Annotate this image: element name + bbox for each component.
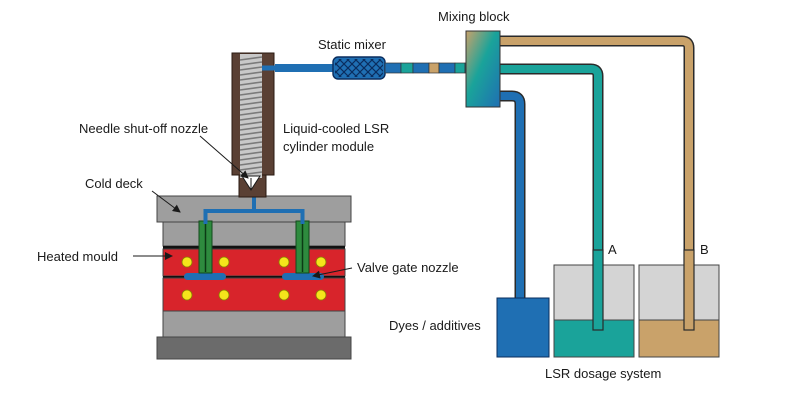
- mould-separator: [163, 246, 345, 249]
- screw-flight: [239, 136, 263, 141]
- needle-nozzle-leader: [199, 135, 249, 179]
- screw: [239, 56, 263, 176]
- label-valve-gate: Valve gate nozzle: [357, 260, 459, 275]
- heater-elements: [181, 256, 327, 301]
- screw-flight: [239, 126, 263, 131]
- screw-flight: [239, 161, 263, 166]
- label-needle-nozzle: Needle shut-off nozzle: [79, 121, 208, 136]
- screw-flight: [239, 141, 263, 146]
- label-cylinder-line2: cylinder module: [283, 139, 374, 154]
- screw-flight: [239, 131, 263, 136]
- label-heated-mould: Heated mould: [37, 249, 118, 264]
- screw-flight: [239, 61, 263, 66]
- mixing-block-icon: [465, 30, 501, 108]
- screw-flight: [239, 86, 263, 91]
- screw-flight: [239, 111, 263, 116]
- cylinder-module: [231, 52, 275, 198]
- label-component-a: A: [608, 242, 617, 257]
- cold-deck-leader: [151, 190, 181, 213]
- screw-flight: [239, 101, 263, 106]
- base-plate: [156, 336, 352, 360]
- screw-flight: [239, 96, 263, 101]
- label-cold-deck: Cold deck: [85, 176, 143, 191]
- label-dosage-system: LSR dosage system: [545, 366, 661, 381]
- segmented-feed-line: [384, 62, 472, 74]
- screw-flight: [239, 81, 263, 86]
- screw-flight: [239, 91, 263, 96]
- screw-flight: [239, 121, 263, 126]
- screw-flight: [239, 146, 263, 151]
- screw-flight: [239, 66, 263, 71]
- screw-flight: [239, 71, 263, 76]
- cavity-right: [282, 273, 324, 280]
- container-b-fill: [638, 319, 720, 358]
- label-component-b: B: [700, 242, 709, 257]
- cold-deck-plate: [162, 221, 346, 247]
- screw-flight: [239, 166, 263, 171]
- label-dyes: Dyes / additives: [389, 318, 481, 333]
- screw-flight: [239, 56, 263, 61]
- screw-flight: [239, 151, 263, 156]
- bottom-plate: [162, 310, 346, 338]
- valve-gate-leader: [312, 267, 353, 279]
- mould-assembly: [156, 180, 352, 360]
- parting-line: [163, 276, 345, 278]
- screw-flight: [239, 116, 263, 121]
- screw-flight: [239, 156, 263, 161]
- label-mixing-block: Mixing block: [438, 9, 510, 24]
- label-static-mixer: Static mixer: [318, 37, 387, 52]
- dyes-container: [496, 297, 550, 358]
- cavity-left: [184, 273, 226, 280]
- label-cylinder-line1: Liquid-cooled LSR: [283, 121, 389, 136]
- screw-flight: [239, 106, 263, 111]
- dosage-system: [496, 249, 720, 358]
- screw-flight: [239, 76, 263, 81]
